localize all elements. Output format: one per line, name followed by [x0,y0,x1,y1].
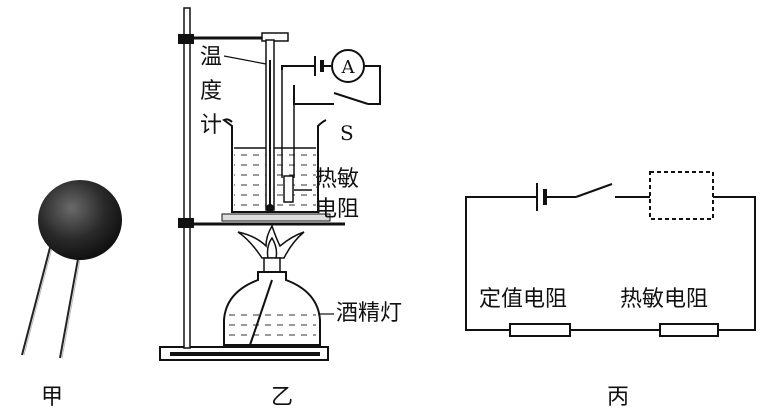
wire-gauze [221,213,331,222]
stand-rod [183,7,191,349]
ammeter-label: A [341,57,356,78]
beaker [222,118,327,213]
caption-yi: 乙 [271,385,293,410]
switch-label: S [340,121,354,145]
panel-jia: 甲 [21,180,122,410]
stand-base-groove [170,352,320,356]
top-clamp [178,34,194,44]
water [234,148,316,212]
circuit-bing [465,171,756,337]
lamp-label: 酒精灯 [336,301,402,326]
caption-jia: 甲 [41,385,63,410]
thermistor-component [21,180,122,359]
thermometer-label-1: 温 [200,45,222,70]
thermistor-resistor [659,323,719,337]
alcohol-lamp [223,257,321,346]
ring-clamp [178,218,194,228]
thermistor-label-1: 热敏 [315,167,359,192]
alcohol [228,306,316,344]
flame [237,224,305,259]
thermistor-bead [38,180,122,260]
thermometer [265,39,275,212]
fixed-resistor-label: 定值电阻 [479,287,567,312]
circuit-yi [281,49,381,105]
wick [249,279,273,346]
fixed-resistor [509,323,571,337]
panel-bing: 定值电阻 热敏电阻 丙 [465,171,756,410]
switch-s [333,92,369,105]
thermistor-resistor-label: 热敏电阻 [620,287,708,312]
unknown-component-box [649,171,714,220]
switch [575,183,613,198]
thermometer-label-2: 度 [200,79,222,104]
thermistor-label-2: 电阻 [315,197,359,222]
thermometer-label-3: 计 [200,113,222,138]
panel-yi: A S 温 度 计 热敏 电阻 酒精灯 乙 [159,7,402,410]
caption-bing: 丙 [607,385,629,410]
